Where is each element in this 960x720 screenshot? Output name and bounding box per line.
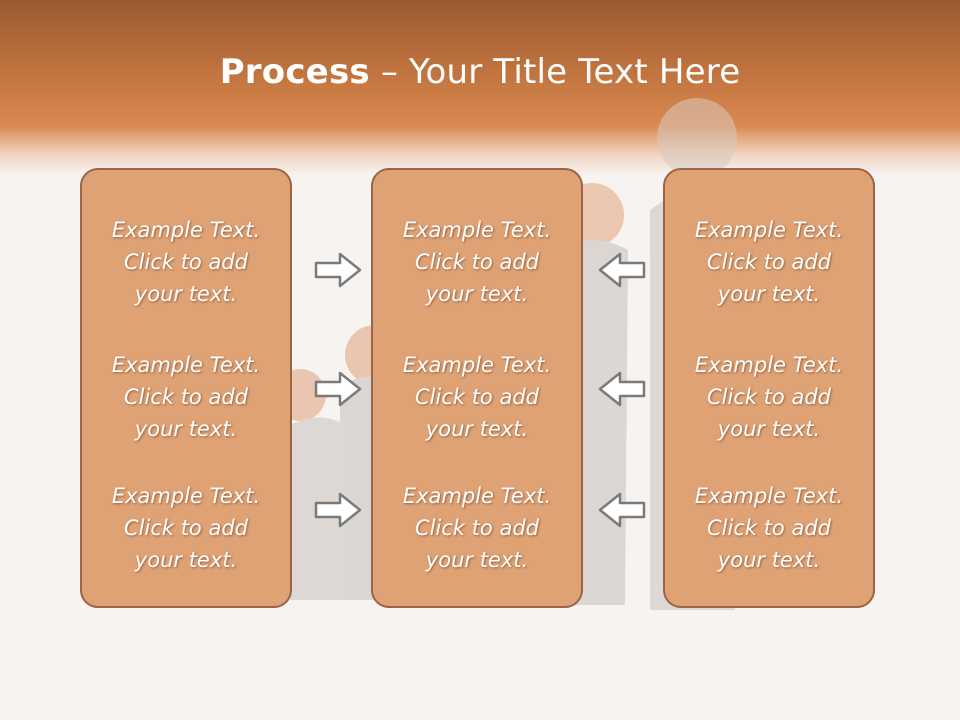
title-banner <box>0 0 960 175</box>
text-placeholder[interactable]: Example Text. Click to add your text. <box>694 353 844 441</box>
arrow-left-icon <box>598 252 646 288</box>
text-placeholder[interactable]: Example Text. Click to add your text. <box>694 484 844 572</box>
process-box-right[interactable]: Example Text. Click to add your text. Ex… <box>663 168 875 608</box>
process-box-left[interactable]: Example Text. Click to add your text. Ex… <box>80 168 292 608</box>
text-placeholder[interactable]: Example Text. Click to add your text. <box>111 484 261 572</box>
text-placeholder[interactable]: Example Text. Click to add your text. <box>111 353 261 441</box>
text-placeholder[interactable]: Example Text. Click to add your text. <box>694 218 844 306</box>
process-box-center[interactable]: Example Text. Click to add your text. Ex… <box>371 168 583 608</box>
arrow-left-icon <box>598 492 646 528</box>
slide-title-bold: Process <box>219 52 370 92</box>
arrow-right-icon <box>314 492 362 528</box>
arrow-left-icon <box>598 371 646 407</box>
text-placeholder[interactable]: Example Text. Click to add your text. <box>111 218 261 306</box>
arrow-right-icon <box>314 252 362 288</box>
text-placeholder[interactable]: Example Text. Click to add your text. <box>402 218 552 306</box>
text-placeholder[interactable]: Example Text. Click to add your text. <box>402 484 552 572</box>
slide-title[interactable]: Process – Your Title Text Here <box>0 52 960 92</box>
text-placeholder[interactable]: Example Text. Click to add your text. <box>402 353 552 441</box>
arrow-right-icon <box>314 371 362 407</box>
slide-title-rest: – Your Title Text Here <box>369 52 741 92</box>
